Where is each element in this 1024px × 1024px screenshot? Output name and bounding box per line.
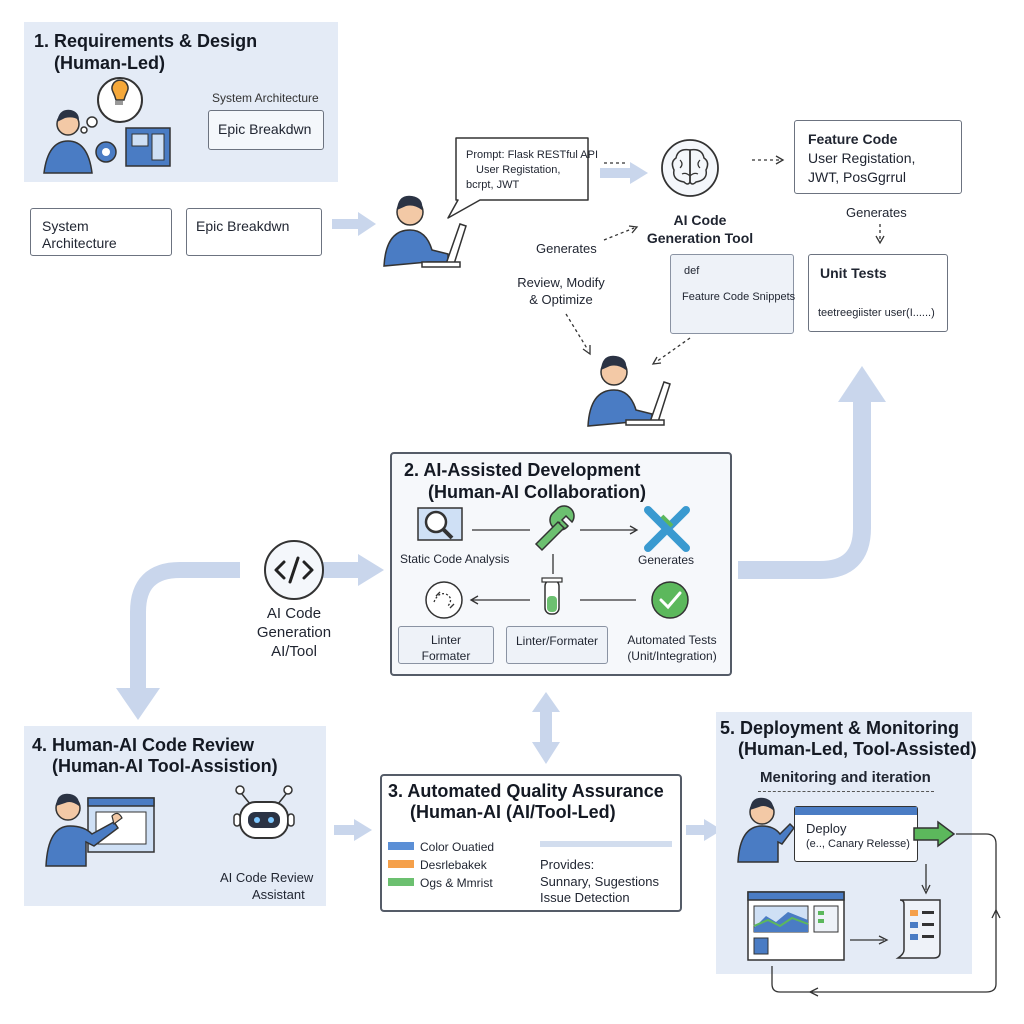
arrow-left-loop-down bbox=[130, 562, 240, 690]
deploy-sub-label: (e.., Canary Relesse) bbox=[806, 838, 910, 850]
system-architecture-line2: Architecture bbox=[42, 235, 117, 251]
prompt-line1: Prompt: Flask RESTful API bbox=[466, 149, 599, 161]
deploy-window-bar bbox=[795, 807, 917, 815]
developer-review-icon bbox=[587, 355, 671, 427]
linter-line1: Linter bbox=[430, 633, 462, 647]
review-assistant-line1: AI Code Review bbox=[220, 870, 314, 885]
unit-tests-code: teetreegiister user(I......) bbox=[818, 307, 935, 319]
deploy-person-icon bbox=[737, 797, 795, 863]
stage2-subtitle: (Human-AI Collaboration) bbox=[428, 482, 646, 502]
wrench-icon bbox=[534, 505, 575, 552]
stage5-title: 5. Deployment & Monitoring bbox=[720, 718, 960, 738]
review-assistant-line2: Assistant bbox=[252, 887, 305, 902]
provides-issue: Issue Detection bbox=[540, 890, 630, 905]
stage5-subtitle: (Human-Led, Tool-Assisted) bbox=[738, 739, 977, 759]
monitoring-underline bbox=[758, 791, 934, 792]
stage4-title: 4. Human-AI Code Review bbox=[32, 735, 255, 755]
system-architecture-box bbox=[30, 208, 172, 256]
person-thinking-icon bbox=[43, 77, 171, 174]
person-screen-icon bbox=[45, 793, 155, 867]
feature-code-line2: JWT, PosGgrrul bbox=[808, 169, 907, 185]
epic-breakdown-box bbox=[186, 208, 322, 256]
stage1-system-architecture-label: System Architecture bbox=[212, 91, 319, 105]
test-tube-icon bbox=[541, 577, 563, 615]
stage3-subtitle: (Human-AI (AI/Tool-Led) bbox=[410, 802, 616, 822]
feature-code-box bbox=[794, 120, 962, 194]
stage1-title: 1. Requirements & Design bbox=[34, 31, 258, 51]
feature-code-title: Feature Code bbox=[808, 131, 898, 147]
monitoring-label: Menitoring and iteration bbox=[760, 769, 931, 786]
stage3-title: 3. Automated Quality Assurance bbox=[388, 781, 664, 801]
prompt-bubble bbox=[447, 137, 589, 219]
generate-x-icon bbox=[644, 506, 690, 552]
linter-formater-label: Linter/Formater bbox=[515, 634, 599, 648]
arrow-stage2-up bbox=[738, 400, 871, 579]
left-tool-line1: AI Code bbox=[266, 605, 322, 622]
legend-swatch-orange bbox=[388, 860, 414, 868]
feature-code-line1: User Registation, bbox=[808, 150, 916, 166]
legend-swatch-green bbox=[388, 878, 414, 886]
linter-box bbox=[398, 626, 494, 664]
stage4-subtitle: (Human-AI Tool-Assistion) bbox=[52, 756, 278, 776]
code-brackets-icon bbox=[264, 540, 324, 600]
ai-tool-label-line1: AI Code bbox=[673, 212, 727, 228]
left-tool-line3: AI/Tool bbox=[271, 643, 317, 660]
linter-formater-box bbox=[506, 626, 608, 664]
snippets-box bbox=[670, 254, 794, 334]
generates-left-label: Generates bbox=[536, 241, 597, 256]
review-line1: Review, Modify bbox=[517, 275, 605, 290]
unit-tests-title: Unit Tests bbox=[820, 265, 887, 281]
deploy-label: Deploy bbox=[806, 821, 847, 836]
static-analysis-icon bbox=[417, 507, 463, 541]
report-scroll-icon bbox=[895, 899, 941, 959]
legend-item-2: Desrlebakek bbox=[420, 858, 487, 872]
auto-tests-line2: (Unit/Integration) bbox=[627, 649, 717, 663]
epic-breakdown-label: Epic Breakdwn bbox=[196, 218, 290, 234]
system-architecture-line1: System bbox=[42, 218, 89, 234]
ai-tool-label-line2: Generation Tool bbox=[646, 230, 754, 246]
developer-laptop-icon bbox=[383, 195, 467, 268]
monitoring-dashboard-icon bbox=[747, 891, 845, 961]
prompt-line3: bcrpt, JWT bbox=[466, 179, 520, 191]
legend-swatch-blue bbox=[388, 842, 414, 850]
stage2-icons bbox=[417, 505, 690, 619]
unit-tests-box bbox=[808, 254, 948, 332]
brain-icon bbox=[661, 139, 719, 197]
linter-icon bbox=[425, 581, 463, 619]
static-analysis-label: Static Code Analysis bbox=[400, 552, 510, 566]
auto-tests-line1: Automated Tests bbox=[627, 633, 717, 647]
linter-line2: Formater bbox=[421, 649, 471, 663]
stage2-title: 2. AI-Assisted Development bbox=[404, 460, 641, 480]
snippets-label: Feature Code Snippets bbox=[682, 291, 796, 303]
stage3-divider bbox=[540, 841, 672, 847]
stage1-subtitle: (Human-Led) bbox=[54, 53, 165, 73]
legend-item-3: Ogs & Mmrist bbox=[420, 876, 493, 890]
deploy-arrow-icon bbox=[913, 820, 956, 848]
robot-icon bbox=[233, 785, 295, 839]
snippets-def: def bbox=[684, 265, 700, 277]
stage2-generates-label: Generates bbox=[638, 553, 695, 567]
prompt-line2: User Registation, bbox=[476, 164, 561, 176]
check-icon bbox=[651, 581, 689, 619]
stage1-epic-box bbox=[208, 110, 324, 150]
review-line2: & Optimize bbox=[529, 292, 593, 307]
generates-right-label: Generates bbox=[846, 205, 907, 220]
left-tool-line2: Generation bbox=[256, 624, 332, 641]
legend-item-1: Color Ouatied bbox=[420, 840, 495, 854]
stage1-epic-label: Epic Breakdwn bbox=[218, 121, 312, 137]
provides-summary: Sunnary, Sugestions bbox=[540, 874, 659, 889]
provides-label: Provides: bbox=[540, 857, 595, 872]
